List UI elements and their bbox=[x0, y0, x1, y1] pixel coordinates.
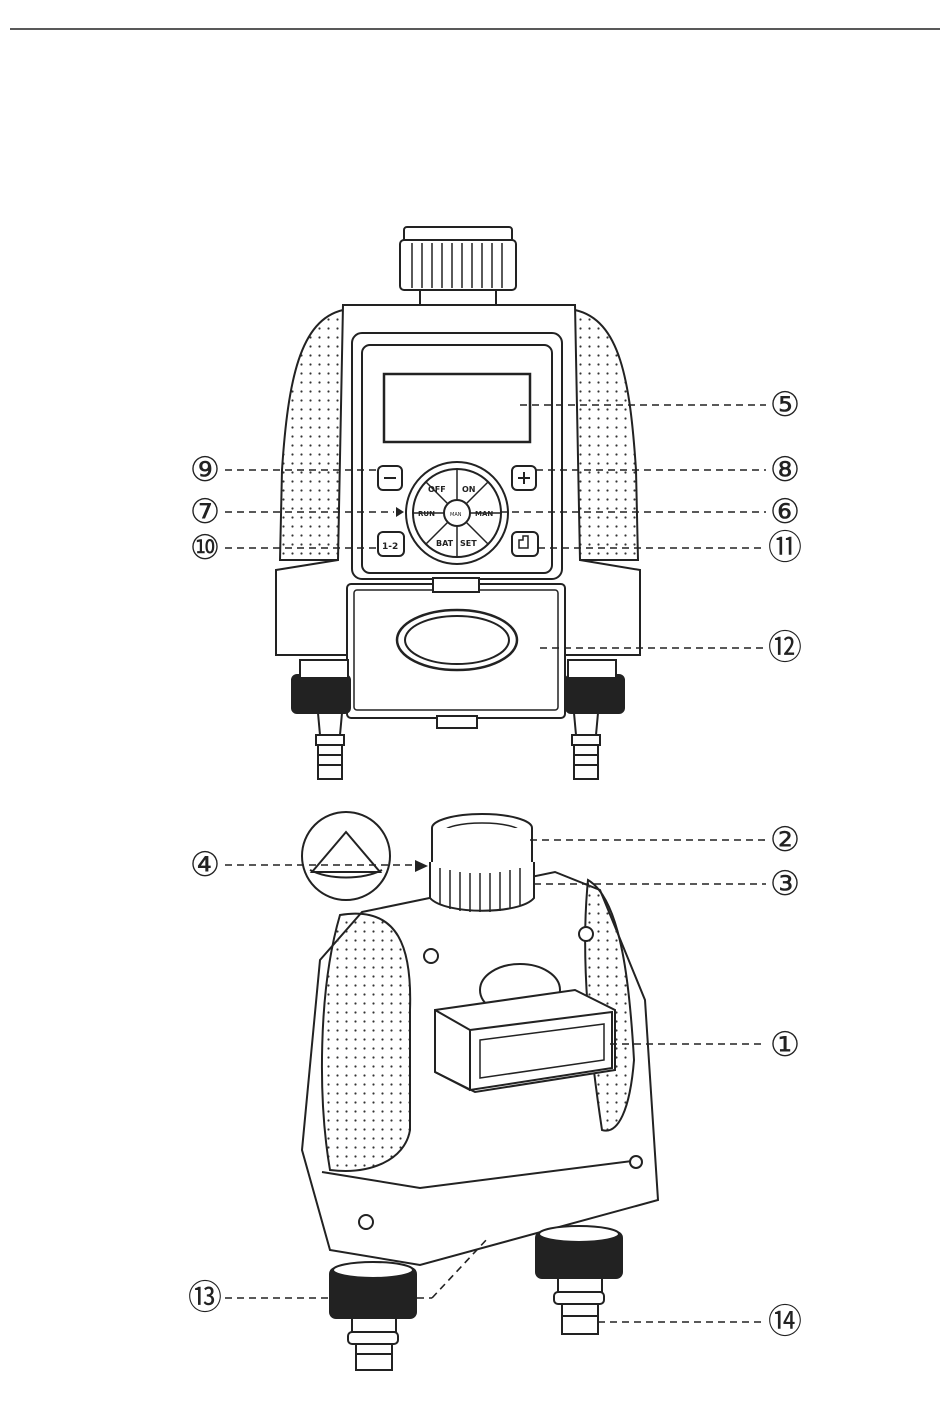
callout-9: ⑨ bbox=[190, 450, 220, 490]
arrow-detail-callout bbox=[302, 812, 390, 900]
button-plus bbox=[512, 466, 536, 490]
callout-10: ⑩ bbox=[190, 528, 220, 568]
callout-7: ⑦ bbox=[190, 492, 220, 532]
selection-dial: OFF ON BAT SET RUN MAN MAN bbox=[406, 462, 508, 564]
button-channel: 1-2 bbox=[378, 532, 404, 556]
svg-text:BAT: BAT bbox=[436, 539, 454, 548]
dial-label-right: MAN bbox=[475, 510, 493, 518]
front-left-grip bbox=[280, 310, 345, 560]
callout-4: ④ bbox=[190, 845, 220, 885]
rear-inlet-nut bbox=[430, 814, 534, 912]
callout-14: ⑭ bbox=[768, 1302, 802, 1342]
dial-label-left: RUN bbox=[418, 510, 435, 518]
button-manual bbox=[512, 532, 538, 556]
rear-left-grip bbox=[322, 914, 410, 1171]
front-view: OFF ON BAT SET RUN MAN MAN 1-2 bbox=[276, 227, 640, 779]
svg-text:ON: ON bbox=[462, 485, 476, 494]
front-right-outlet bbox=[566, 660, 624, 779]
callout-8: ⑧ bbox=[770, 450, 800, 490]
callout-13: ⑬ bbox=[188, 1278, 222, 1318]
callout-5: ⑤ bbox=[770, 385, 800, 425]
front-left-outlet bbox=[292, 660, 350, 779]
callout-2: ② bbox=[770, 820, 800, 860]
front-top-nut bbox=[400, 227, 516, 306]
callout-12: ⑫ bbox=[768, 628, 802, 668]
front-right-grip bbox=[575, 310, 638, 560]
svg-text:OFF: OFF bbox=[428, 485, 446, 494]
callout-11: ⑪ bbox=[768, 528, 802, 568]
rear-view bbox=[302, 812, 658, 1370]
svg-text:SET: SET bbox=[460, 539, 477, 548]
svg-text:1-2: 1-2 bbox=[382, 542, 398, 552]
button-minus bbox=[378, 466, 402, 490]
rear-right-outlet bbox=[536, 1226, 622, 1334]
callout-1: ① bbox=[770, 1025, 800, 1065]
callout-4-arrow-icon bbox=[415, 860, 428, 872]
lcd-display bbox=[384, 374, 530, 442]
callout-3: ③ bbox=[770, 864, 800, 904]
dial-label-center: MAN bbox=[450, 512, 462, 518]
callout-6: ⑥ bbox=[770, 492, 800, 532]
rear-left-outlet bbox=[330, 1262, 416, 1370]
